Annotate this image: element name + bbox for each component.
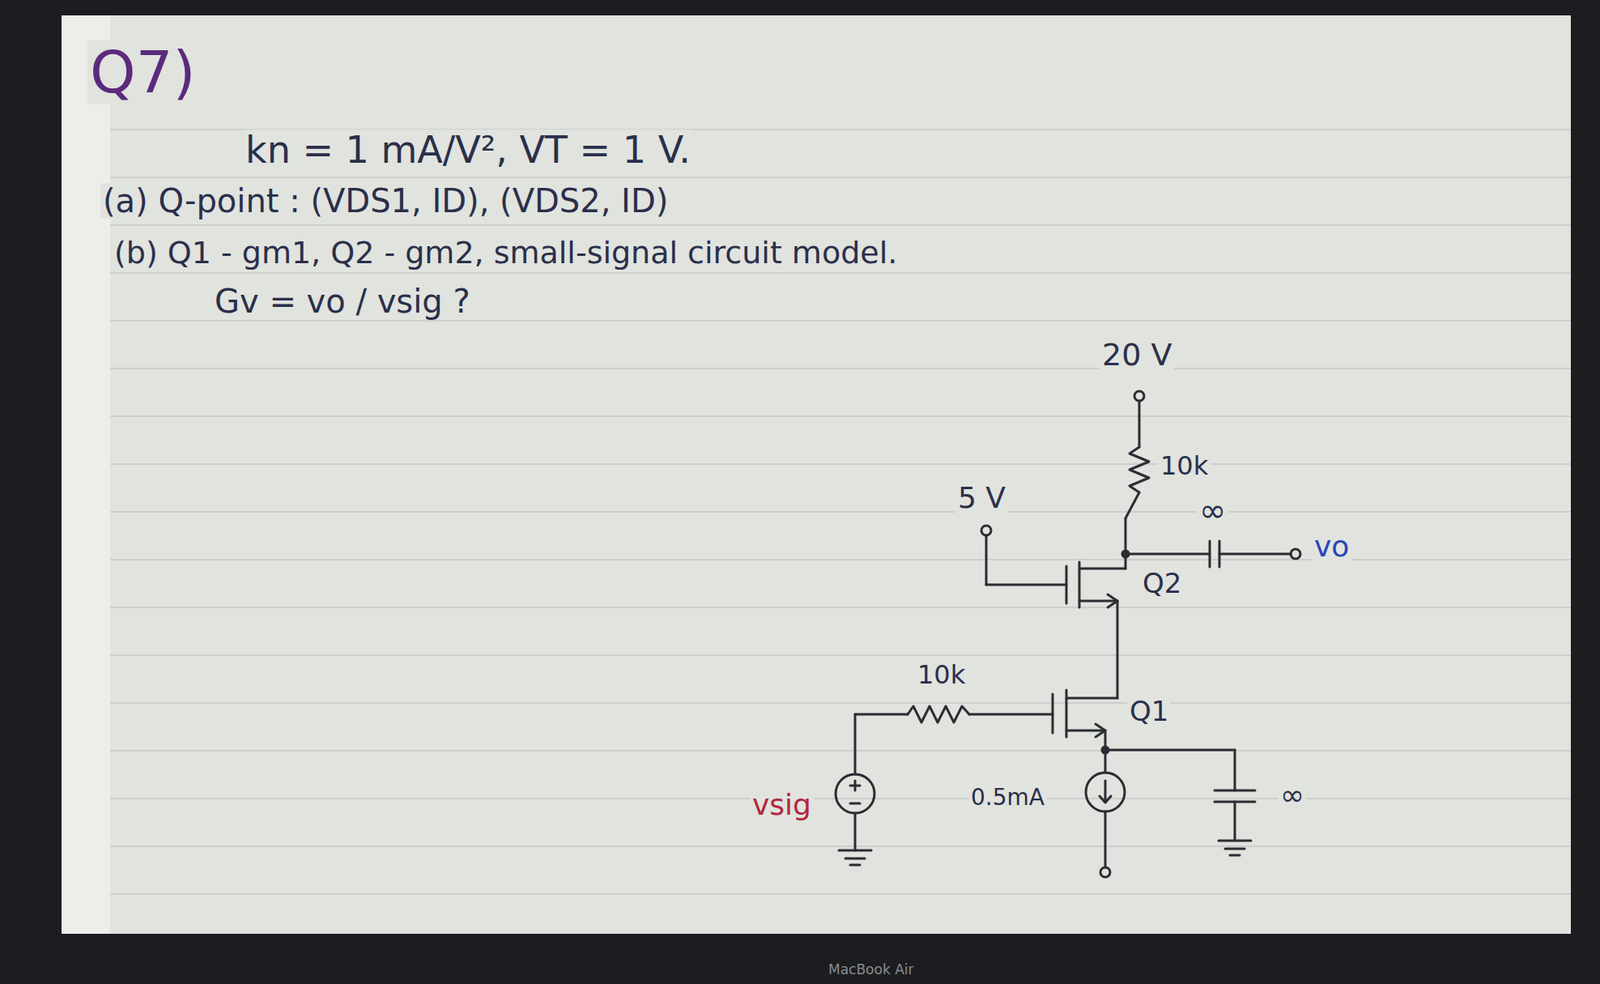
- laptop-brand: MacBook Air: [825, 961, 917, 978]
- bias-voltage: 5 V: [955, 481, 1009, 515]
- resistor-value: 10k: [914, 660, 968, 690]
- transistor-name: Q2: [1140, 568, 1184, 599]
- problem-number: Q7): [87, 40, 199, 105]
- ruled-lines: [110, 129, 1571, 894]
- current-value: 0.5mA: [968, 785, 1047, 811]
- page-margin: [61, 15, 111, 934]
- screen-page: [61, 15, 1571, 934]
- question-formula: Gv = vo / vsig ?: [212, 283, 473, 320]
- question-part: (a) Q-point : (VDS1, ID), (VDS2, ID): [100, 182, 671, 219]
- input-signal: vsig: [749, 788, 814, 822]
- capacitor-value: ∞: [1196, 492, 1229, 528]
- output-signal: vo: [1311, 530, 1352, 563]
- supply-voltage: 20 V: [1099, 338, 1175, 373]
- capacitor-value: ∞: [1277, 778, 1307, 812]
- transistor-name: Q1: [1127, 696, 1171, 727]
- question-part: (b) Q1 - gm1, Q2 - gm2, small-signal cir…: [111, 236, 900, 271]
- circuit-wires: [835, 391, 1301, 877]
- resistor-value: 10k: [1157, 451, 1211, 481]
- parameter-note: kn = 1 mA/V², VT = 1 V.: [242, 129, 694, 171]
